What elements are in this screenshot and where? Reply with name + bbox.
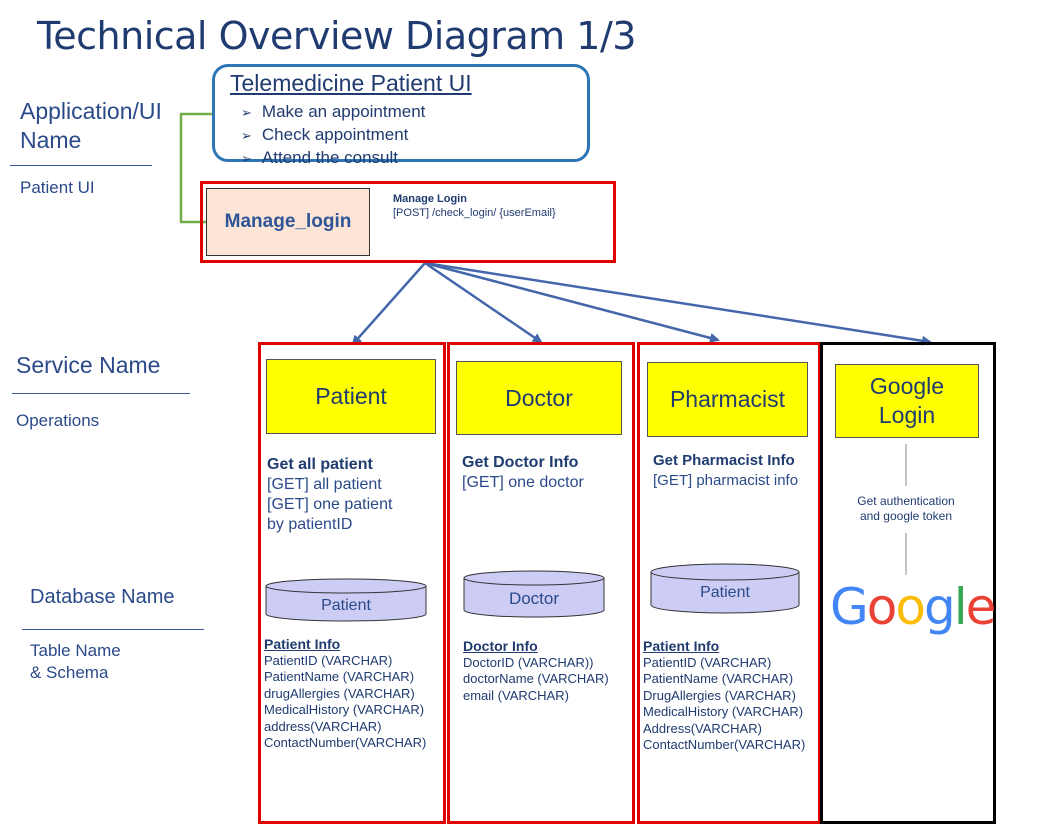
schema-field: email (VARCHAR) (463, 687, 569, 703)
google-logo-icon: Google (830, 578, 997, 636)
arrow-bullet-icon: ➢ (241, 151, 252, 166)
legend-table-label: Table Name & Schema (30, 640, 121, 684)
legend-db-label: Database Name (30, 586, 175, 608)
schema-field: MedicalHistory (VARCHAR) (643, 704, 804, 719)
service-column-patient (258, 342, 446, 824)
arrow-bullet-icon: ➢ (241, 105, 252, 120)
op-title: Get Pharmacist Info (653, 452, 795, 469)
arrow-to-pharmacist (424, 261, 720, 343)
manage-login-frame: Manage_login Manage Login [POST] /check_… (200, 181, 616, 263)
google-logo-letter: l (953, 578, 968, 636)
database-cylinder-doctor: Doctor (463, 570, 605, 618)
legend-service-label: Service Name (16, 352, 161, 378)
schema-pharmacist: Patient Info PatientID (VARCHAR) Patient… (643, 638, 805, 754)
ui-feature-label: Check appointment (261, 125, 409, 144)
service-column-doctor (447, 342, 635, 824)
manage-login-box: Manage_login (206, 188, 370, 256)
ui-feature-label: Make an appointment (261, 102, 426, 121)
ui-feature-list: ➢Make an appointment ➢Check appointment … (241, 101, 425, 170)
op-line: by patientID (267, 516, 353, 533)
arrow-to-google (424, 261, 932, 346)
patient-ui-box: Telemedicine Patient UI ➢ Make an appoint… (212, 64, 590, 167)
google-op-line1: Get authentication (857, 494, 955, 508)
patient-operations: Get all patient [GET] all patient [GET] … (267, 455, 392, 535)
schema-field: PatientID (VARCHAR) (643, 654, 772, 670)
database-cylinder-pharmacist: Patient (650, 563, 800, 614)
doctor-operations: Get Doctor Info [GET] one doctor (462, 453, 584, 493)
google-logo-letter: G (830, 578, 869, 636)
op-line: [GET] all patient (267, 476, 382, 493)
db-name-pharmacist: Patient (700, 584, 750, 601)
database-cylinder-patient: Patient (265, 578, 427, 622)
arrow-to-patient (351, 262, 426, 346)
db-name-doctor: Doctor (509, 589, 559, 608)
op-line: [GET] one patient (267, 496, 393, 513)
google-logo-letter: o (895, 578, 926, 636)
schema-field: drugAllergies (VARCHAR) (264, 685, 415, 701)
google-operations: Get authentication and google token (850, 494, 962, 524)
schema-field: DrugAllergies (VARCHAR) (643, 687, 796, 703)
table-title: Patient Info (264, 636, 341, 652)
service-column-pharmacist (637, 342, 821, 824)
legend-app-sublabel: Patient UI (20, 178, 95, 197)
schema-field: MedicalHistory (VARCHAR) (264, 702, 425, 717)
login-op-title: Manage Login (393, 193, 467, 205)
legend-divider (12, 393, 190, 394)
page-title: Technical Overview Diagram 1/3 (37, 14, 636, 58)
ui-feature: ➢ Check appointment (241, 124, 425, 147)
service-box-doctor: Doctor (456, 361, 622, 435)
table-title: Doctor Info (463, 638, 538, 654)
arrow-bullet-icon: ➢ (241, 128, 252, 143)
ui-feature: ➢ Attend the consult (241, 147, 425, 170)
schema-field: PatientID (VARCHAR) (264, 652, 393, 668)
google-op-line2: and google token (859, 509, 953, 523)
legend-service-sublabel: Operations (16, 411, 100, 430)
db-name-patient: Patient (321, 597, 371, 614)
schema-field: ContactNumber(VARCHAR) (643, 737, 806, 752)
schema-patient: Patient Info PatientID (VARCHAR) Patient… (264, 636, 426, 752)
ui-feature: ➢ Make an appointment (241, 101, 425, 124)
legend-table-label-line2: & Schema (30, 663, 109, 682)
legend-divider (22, 629, 204, 630)
schema-field: ContactNumber(VARCHAR) (264, 735, 427, 750)
manage-login-label: Manage_login (224, 211, 352, 232)
schema-field: PatientName (VARCHAR) (264, 669, 415, 684)
legend-app-label-line1: Application/UI (20, 98, 162, 124)
legend-app-label-line2: Name (20, 127, 82, 153)
ui-feature-label: Attend the consult (261, 148, 398, 167)
legend-app-label: Application/UI Name (20, 97, 162, 155)
ui-to-login-connector (179, 112, 212, 224)
schema-field: address(VARCHAR) (264, 718, 382, 734)
op-title: Get all patient (267, 456, 373, 473)
schema-field: PatientName (VARCHAR) (643, 671, 794, 686)
google-logo-letter: o (866, 578, 898, 636)
legend-divider (10, 165, 152, 166)
table-title: Patient Info (643, 638, 720, 654)
google-login-line1: Google (869, 373, 945, 399)
ui-title: Telemedicine Patient UI (230, 70, 472, 96)
login-op-endpoint: [POST] /check_login/ {userEmail} (393, 207, 556, 219)
legend-table-label-line1: Table Name (30, 641, 121, 660)
service-box-patient: Patient (266, 359, 436, 434)
google-logo-letter: e (965, 578, 997, 636)
service-column-google (820, 342, 996, 824)
op-title: Get Doctor Info (462, 454, 579, 471)
arrow-to-doctor (424, 261, 543, 344)
pharmacist-operations: Get Pharmacist Info [GET] pharmacist inf… (653, 451, 798, 491)
op-line: [GET] pharmacist info (653, 472, 799, 489)
op-line: [GET] one doctor (462, 474, 584, 491)
service-box-google-login: Google Login (835, 364, 979, 438)
schema-field: DoctorID (VARCHAR)) (463, 654, 594, 670)
schema-doctor: Doctor Info DoctorID (VARCHAR)) doctorNa… (463, 638, 609, 704)
service-box-pharmacist: Pharmacist (647, 362, 808, 437)
schema-field: Address(VARCHAR) (643, 720, 762, 736)
google-logo-letter: g (923, 578, 956, 636)
schema-field: doctorName (VARCHAR) (463, 671, 609, 686)
google-login-line2: Login (878, 402, 936, 428)
